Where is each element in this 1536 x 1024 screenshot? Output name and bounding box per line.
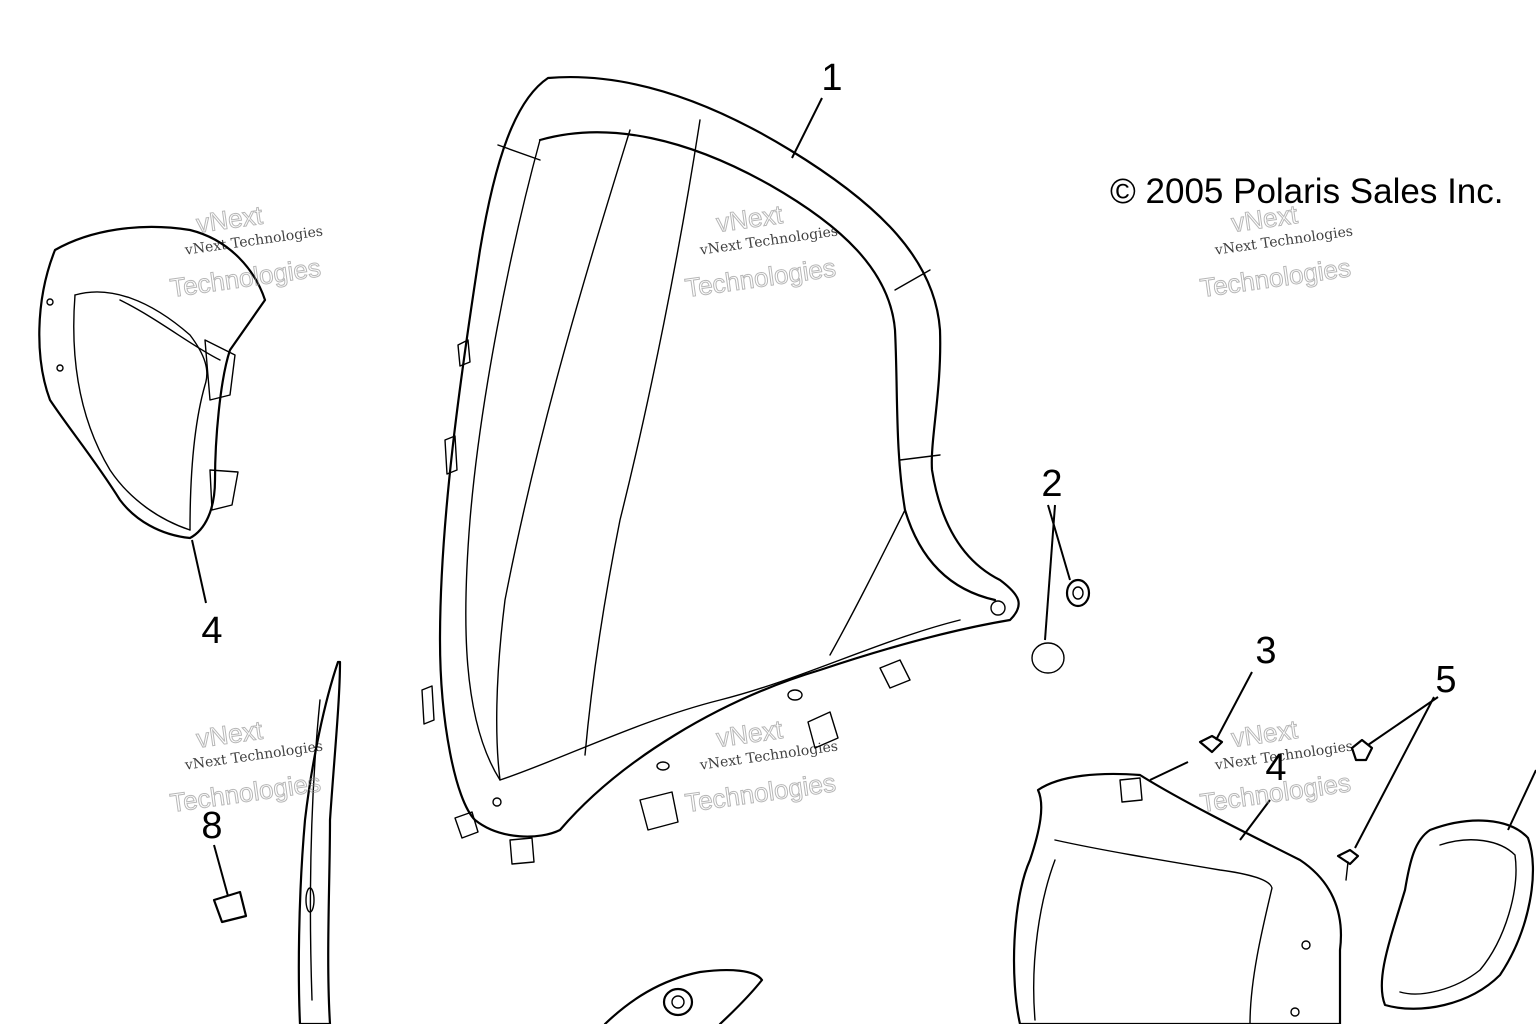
- callout-8: 8: [201, 805, 222, 847]
- callout-1: 1: [821, 57, 842, 99]
- mirror-lens-part: [1380, 819, 1534, 1010]
- fastener-part-5: [1336, 738, 1374, 881]
- watermark-4: vNext vNext Technologies Technologies: [168, 714, 324, 818]
- callout-4-left: 4: [201, 610, 222, 652]
- callout-4-right: 4: [1265, 747, 1286, 789]
- push-pin-part-8: [212, 890, 248, 924]
- svg-text:Technologies: Technologies: [168, 767, 322, 818]
- copyright-text: © 2005 Polaris Sales Inc.: [1110, 172, 1504, 211]
- mirror-housing-right-part-4: [1012, 772, 1342, 1024]
- windshield-part-1: [421, 75, 1020, 865]
- svg-text:Technologies: Technologies: [683, 767, 837, 818]
- watermark-5: vNext vNext Technologies Technologies: [683, 714, 839, 819]
- screw-part-3: [1198, 734, 1224, 754]
- bracket-part: [603, 968, 764, 1024]
- callout-3: 3: [1255, 630, 1276, 672]
- callout-2: 2: [1041, 463, 1062, 505]
- watermark-2: vNext vNext Technologies Technologies: [683, 199, 839, 304]
- trim-panel-part: [297, 660, 342, 1024]
- svg-text:Technologies: Technologies: [168, 252, 322, 303]
- nut-part-2: [1031, 578, 1091, 674]
- watermark-1: vNext vNext Technologies Technologies: [168, 199, 324, 303]
- callout-5: 5: [1435, 659, 1456, 701]
- svg-text:Technologies: Technologies: [683, 252, 837, 303]
- svg-text:Technologies: Technologies: [1198, 252, 1352, 303]
- mirror-housing-left-part-4: [38, 225, 267, 540]
- leader-lines: [191, 97, 1536, 897]
- watermark-6: vNext vNext Technologies Technologies: [1198, 714, 1354, 819]
